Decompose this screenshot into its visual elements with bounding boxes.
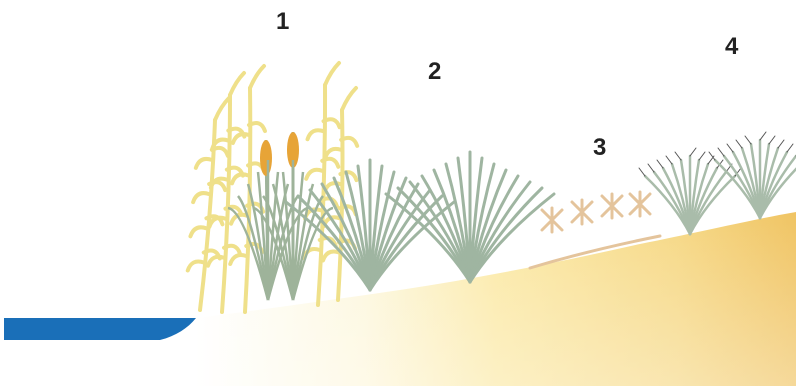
creeper-leaf — [630, 192, 650, 216]
grass-tip — [745, 136, 751, 144]
grass-tip — [736, 140, 742, 148]
reed-plume — [230, 73, 244, 95]
reed-leaf — [325, 149, 341, 158]
grass-tip — [690, 148, 696, 156]
reed-plume — [250, 66, 264, 88]
reed-plume — [215, 98, 229, 120]
zone-4-label: 4 — [725, 35, 738, 59]
reed-leaf — [196, 159, 212, 168]
grass-tip — [727, 144, 733, 152]
creeper-leaf — [572, 200, 592, 224]
reed-stem — [245, 88, 250, 312]
creeper-leaf — [542, 208, 562, 232]
reed-leaf — [190, 227, 206, 236]
zone-1-label: 1 — [276, 10, 289, 34]
reed-leaf — [230, 255, 246, 264]
reed-plume — [325, 63, 339, 85]
reed-stem — [222, 95, 230, 312]
grass-tip — [666, 156, 672, 164]
reed-plume — [342, 88, 356, 110]
grass-tip — [657, 160, 663, 168]
reed-leaf — [232, 174, 248, 183]
grass-tip — [760, 132, 766, 140]
reed-leaf — [208, 257, 224, 266]
reed-stem — [318, 85, 325, 305]
grass-tip — [675, 152, 681, 160]
grass-tip — [787, 144, 793, 152]
zone-3-label: 3 — [593, 136, 606, 160]
reed-leaf — [306, 170, 322, 179]
grass-tip — [699, 152, 705, 160]
grass-tip — [639, 168, 645, 176]
creeper-leaf — [602, 194, 622, 218]
reed-leaf — [323, 252, 339, 261]
water — [4, 318, 196, 340]
cattail-head — [260, 140, 272, 176]
reed-leaf — [188, 262, 204, 271]
grass-tip — [769, 136, 775, 144]
grass-tip — [778, 140, 784, 148]
reed-leaf — [308, 130, 324, 139]
reed-leaf — [193, 193, 209, 202]
grass-tip — [718, 148, 724, 156]
reed-leaf — [233, 134, 249, 143]
zone-2-label: 2 — [428, 60, 441, 84]
grass-tip — [648, 164, 654, 172]
